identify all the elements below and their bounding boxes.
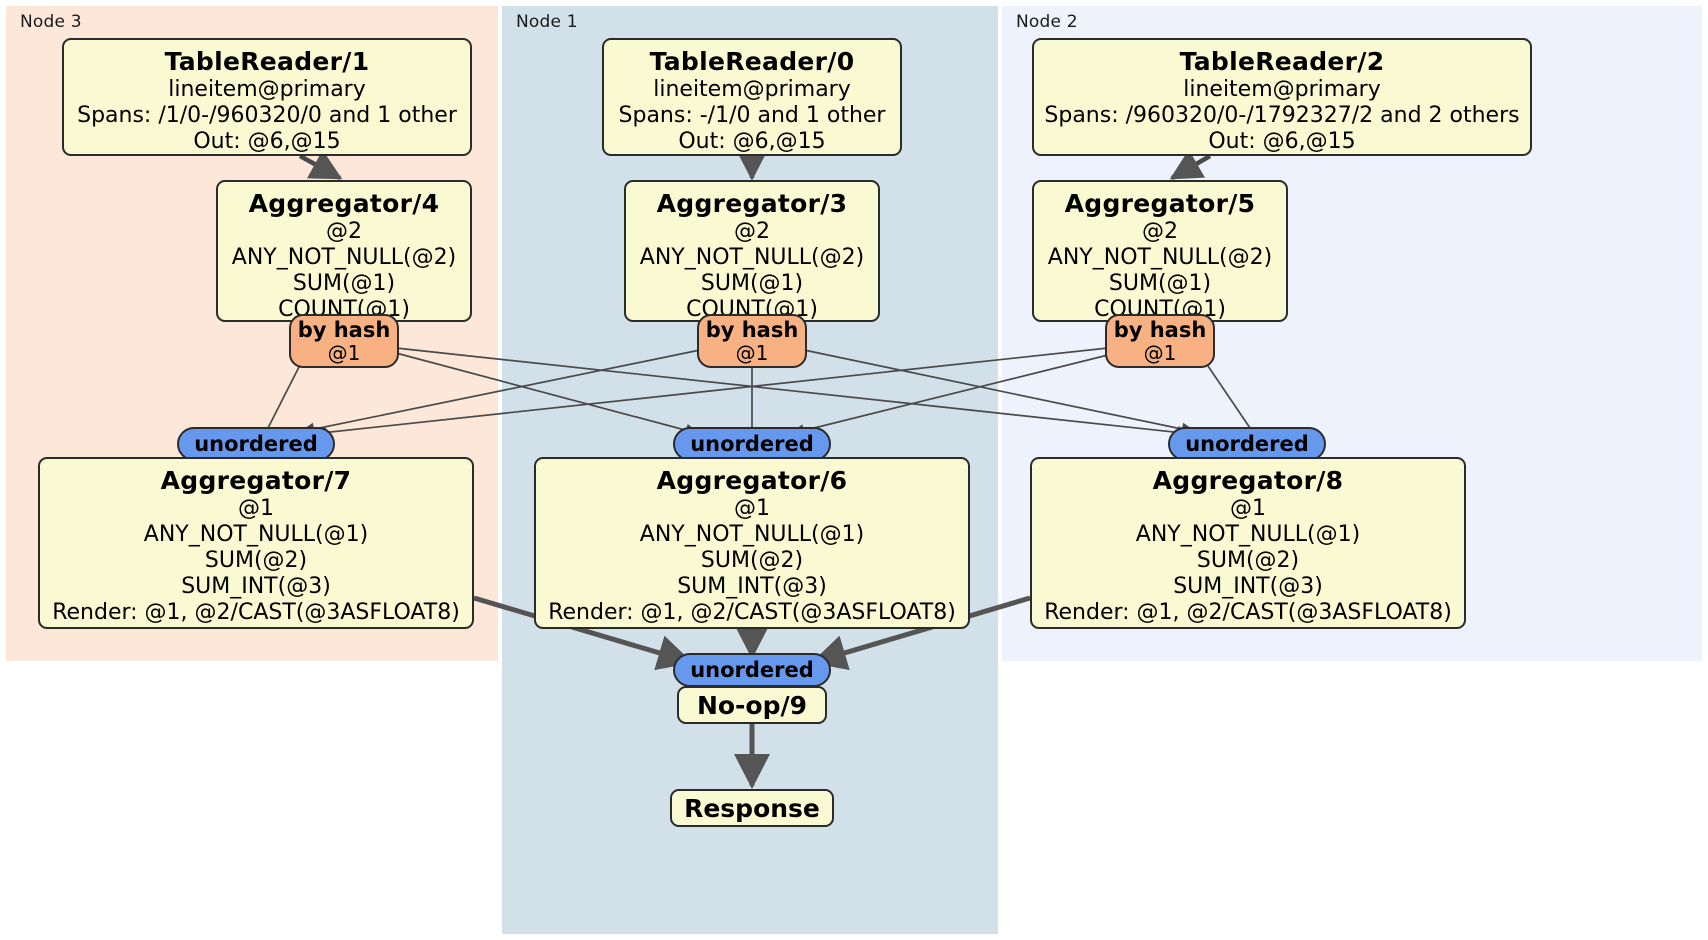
router-badge-unordered-right[interactable]: unordered <box>1168 427 1326 461</box>
process-line: SUM(@2) <box>700 548 804 573</box>
process-title: Aggregator/5 <box>1064 189 1256 218</box>
process-line: Spans: -/1/0 and 1 other <box>618 103 886 128</box>
process-line: SUM(@2) <box>204 548 308 573</box>
process-line: ANY_NOT_NULL(@2) <box>639 245 865 270</box>
process-line: ANY_NOT_NULL(@2) <box>231 245 457 270</box>
router-label: by hash <box>705 317 799 342</box>
process-title: TableReader/1 <box>164 47 370 76</box>
router-label: by hash <box>297 317 391 342</box>
process-line: Out: @6,@15 <box>678 129 826 154</box>
node-label-node2: Node 2 <box>1016 12 1078 32</box>
process-box-tablereader0[interactable]: TableReader/0 lineitem@primary Spans: -/… <box>602 38 902 156</box>
process-box-noop9[interactable]: No-op/9 <box>677 686 827 724</box>
process-line: @2 <box>1142 219 1178 244</box>
process-line: ANY_NOT_NULL(@1) <box>1135 522 1361 547</box>
router-badge-unordered-left[interactable]: unordered <box>177 427 335 461</box>
process-box-aggregator8[interactable]: Aggregator/8 @1 ANY_NOT_NULL(@1) SUM(@2)… <box>1030 457 1466 629</box>
process-box-tablereader1[interactable]: TableReader/1 lineitem@primary Spans: /1… <box>62 38 472 156</box>
process-line: SUM(@1) <box>292 271 396 296</box>
process-line: Spans: /960320/0-/1792327/2 and 2 others <box>1044 103 1520 128</box>
router-badge-hash-right[interactable]: by hash @1 <box>1105 314 1215 368</box>
process-line: Out: @6,@15 <box>1208 129 1356 154</box>
process-box-tablereader2[interactable]: TableReader/2 lineitem@primary Spans: /9… <box>1032 38 1532 156</box>
process-box-aggregator4[interactable]: Aggregator/4 @2 ANY_NOT_NULL(@2) SUM(@1)… <box>216 180 472 322</box>
process-line: SUM_INT(@3) <box>677 574 827 599</box>
process-title: TableReader/2 <box>1179 47 1385 76</box>
router-column: @1 <box>1143 340 1177 365</box>
process-line: lineitem@primary <box>1183 77 1381 102</box>
process-title: Aggregator/8 <box>1152 466 1344 495</box>
process-line: ANY_NOT_NULL(@1) <box>143 522 369 547</box>
router-badge-unordered-final[interactable]: unordered <box>673 653 831 687</box>
process-title: Response <box>684 793 820 823</box>
process-title: Aggregator/4 <box>248 189 440 218</box>
process-box-aggregator7[interactable]: Aggregator/7 @1 ANY_NOT_NULL(@1) SUM(@2)… <box>38 457 474 629</box>
process-line: Render: @1, @2/CAST(@3ASFLOAT8) <box>1044 600 1452 625</box>
process-line: ANY_NOT_NULL(@1) <box>639 522 865 547</box>
process-line: @1 <box>238 496 274 521</box>
router-badge-hash-mid[interactable]: by hash @1 <box>697 314 807 368</box>
process-box-response[interactable]: Response <box>670 789 834 827</box>
process-box-aggregator3[interactable]: Aggregator/3 @2 ANY_NOT_NULL(@2) SUM(@1)… <box>624 180 880 322</box>
process-title: Aggregator/6 <box>656 466 848 495</box>
process-line: SUM(@2) <box>1196 548 1300 573</box>
node-label-node3: Node 3 <box>20 12 82 32</box>
router-label: unordered <box>690 658 814 682</box>
router-column: @1 <box>735 340 769 365</box>
node-label-node1: Node 1 <box>516 12 578 32</box>
process-line: ANY_NOT_NULL(@2) <box>1047 245 1273 270</box>
router-label: unordered <box>1185 432 1309 456</box>
process-line: SUM_INT(@3) <box>181 574 331 599</box>
process-line: @2 <box>734 219 770 244</box>
process-line: lineitem@primary <box>653 77 851 102</box>
router-column: @1 <box>327 340 361 365</box>
process-title: Aggregator/3 <box>656 189 848 218</box>
process-box-aggregator6[interactable]: Aggregator/6 @1 ANY_NOT_NULL(@1) SUM(@2)… <box>534 457 970 629</box>
router-label: unordered <box>194 432 318 456</box>
process-line: Spans: /1/0-/960320/0 and 1 other <box>77 103 457 128</box>
process-line: @1 <box>1230 496 1266 521</box>
process-title: TableReader/0 <box>649 47 855 76</box>
router-label: unordered <box>690 432 814 456</box>
process-line: Out: @6,@15 <box>193 129 341 154</box>
process-line: Render: @1, @2/CAST(@3ASFLOAT8) <box>548 600 956 625</box>
router-badge-hash-left[interactable]: by hash @1 <box>289 314 399 368</box>
process-line: @2 <box>326 219 362 244</box>
router-badge-unordered-mid[interactable]: unordered <box>673 427 831 461</box>
process-line: Render: @1, @2/CAST(@3ASFLOAT8) <box>52 600 460 625</box>
router-label: by hash <box>1113 317 1207 342</box>
process-line: SUM_INT(@3) <box>1173 574 1323 599</box>
process-line: SUM(@1) <box>1108 271 1212 296</box>
process-line: @1 <box>734 496 770 521</box>
process-line: lineitem@primary <box>168 77 366 102</box>
process-title: Aggregator/7 <box>160 466 352 495</box>
process-line: SUM(@1) <box>700 271 804 296</box>
process-title: No-op/9 <box>696 690 808 720</box>
process-box-aggregator5[interactable]: Aggregator/5 @2 ANY_NOT_NULL(@2) SUM(@1)… <box>1032 180 1288 322</box>
